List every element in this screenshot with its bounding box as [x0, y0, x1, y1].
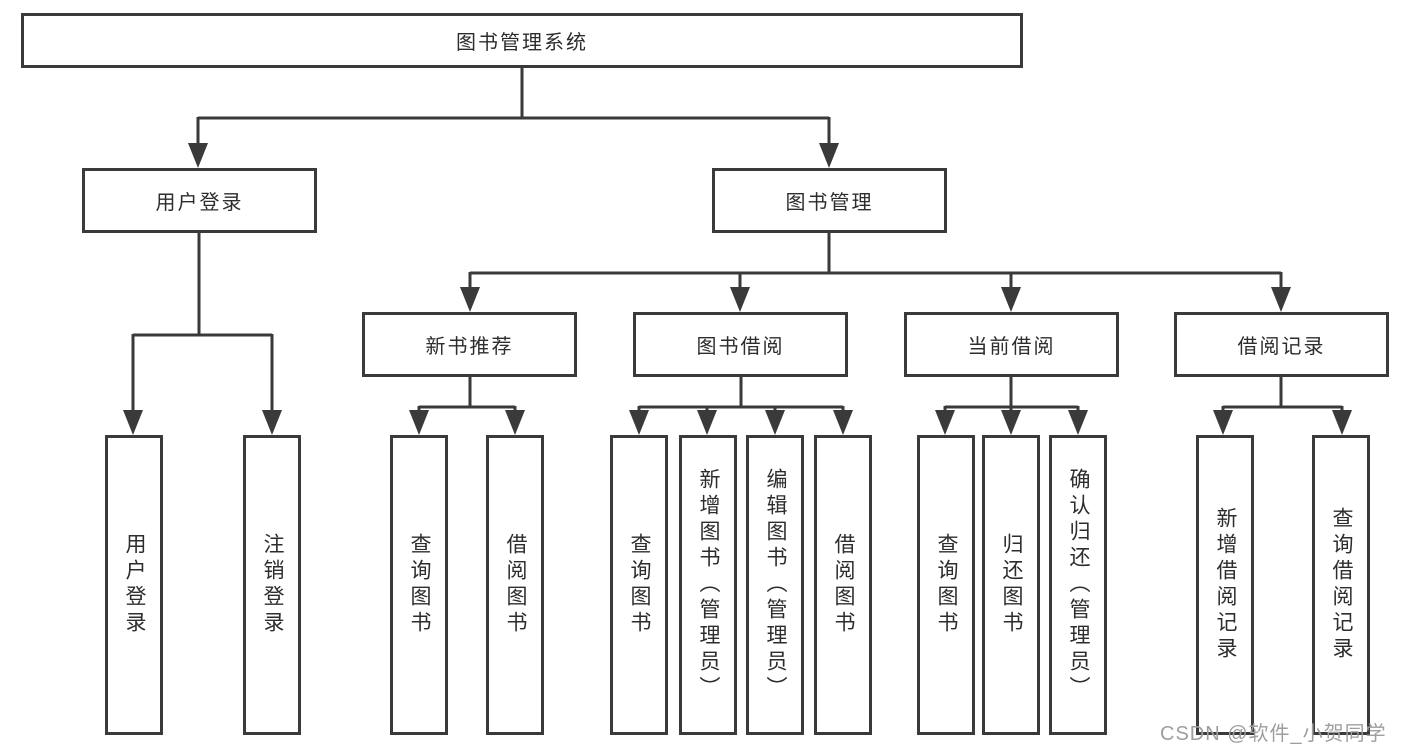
node-label: 新增图书（管理员）	[697, 468, 720, 702]
leaf-borrowing-query-books: 查询图书	[610, 435, 668, 735]
node-current-borrowing: 当前借阅	[904, 312, 1119, 377]
arrow-down-icon	[629, 410, 649, 435]
csdn-watermark: CSDN @软件_小贺同学	[1160, 723, 1387, 745]
node-label: 用户登录	[123, 533, 146, 637]
arrow-down-icon	[1001, 410, 1021, 435]
node-book-management: 图书管理	[712, 168, 947, 233]
arrow-down-icon	[262, 410, 282, 435]
arrow-down-icon	[123, 410, 143, 435]
node-label: 借阅记录	[1237, 336, 1326, 358]
node-system-root: 图书管理系统	[21, 13, 1023, 68]
arrow-down-icon	[730, 287, 750, 312]
arrow-down-icon	[188, 143, 208, 168]
leaf-borrowing-add-books-admin: 新增图书（管理员）	[679, 435, 737, 735]
arrowheads	[123, 143, 1352, 435]
node-label: 图书管理	[785, 192, 874, 214]
arrow-down-icon	[460, 287, 480, 312]
connector-book-borrow-children	[637, 377, 845, 415]
node-label: 图书借阅	[696, 336, 785, 358]
leaf-current-confirm-return-admin: 确认归还（管理员）	[1049, 435, 1107, 735]
arrow-down-icon	[1332, 410, 1352, 435]
leaf-borrowing-edit-books-admin: 编辑图书（管理员）	[746, 435, 804, 735]
node-label: 查询图书	[935, 533, 958, 637]
connector-user-login-children	[131, 233, 274, 415]
arrow-down-icon	[819, 143, 839, 168]
arrow-down-icon	[505, 410, 525, 435]
arrow-down-icon	[1001, 287, 1021, 312]
connector-borrow-records-children	[1221, 377, 1344, 415]
leaf-current-query-books: 查询图书	[917, 435, 975, 735]
node-label: 注销登录	[261, 533, 284, 637]
node-label: 借阅图书	[504, 533, 527, 637]
arrow-down-icon	[409, 410, 429, 435]
arrow-down-icon	[697, 410, 717, 435]
node-label: 查询图书	[628, 533, 651, 637]
node-label: 图书管理系统	[456, 32, 588, 54]
leaf-current-return-books: 归还图书	[982, 435, 1040, 735]
arrow-down-icon	[1213, 410, 1233, 435]
node-label: 新增借阅记录	[1214, 507, 1237, 663]
connector-book-mgmt-children	[468, 233, 1283, 292]
leaf-records-add-borrow-record: 新增借阅记录	[1196, 435, 1254, 735]
connector-current-borrow-children	[943, 377, 1080, 415]
node-new-book-recommend: 新书推荐	[362, 312, 577, 377]
leaf-borrowing-borrow-books: 借阅图书	[814, 435, 872, 735]
leaf-logout: 注销登录	[243, 435, 301, 735]
node-label: 归还图书	[1000, 533, 1023, 637]
node-borrow-records: 借阅记录	[1174, 312, 1389, 377]
arrow-down-icon	[935, 410, 955, 435]
leaf-user-login: 用户登录	[105, 435, 163, 735]
node-label: 确认归还（管理员）	[1067, 468, 1090, 702]
arrow-down-icon	[765, 410, 785, 435]
node-label: 编辑图书（管理员）	[764, 468, 787, 702]
node-label: 新书推荐	[425, 336, 514, 358]
node-label: 当前借阅	[967, 336, 1056, 358]
node-book-borrowing: 图书借阅	[633, 312, 848, 377]
arrow-down-icon	[833, 410, 853, 435]
connector-root-to-level2	[196, 68, 831, 148]
leaf-newbooks-query-books: 查询图书	[390, 435, 448, 735]
node-label: 查询借阅记录	[1330, 507, 1353, 663]
leaf-newbooks-borrow-books: 借阅图书	[486, 435, 544, 735]
node-label: 用户登录	[155, 192, 244, 214]
node-user-login: 用户登录	[82, 168, 317, 233]
node-label: 借阅图书	[832, 533, 855, 637]
arrow-down-icon	[1271, 287, 1291, 312]
node-label: 查询图书	[408, 533, 431, 637]
leaf-records-query-borrow-record: 查询借阅记录	[1312, 435, 1370, 735]
arrow-down-icon	[1068, 410, 1088, 435]
connector-new-books-children	[417, 377, 517, 415]
